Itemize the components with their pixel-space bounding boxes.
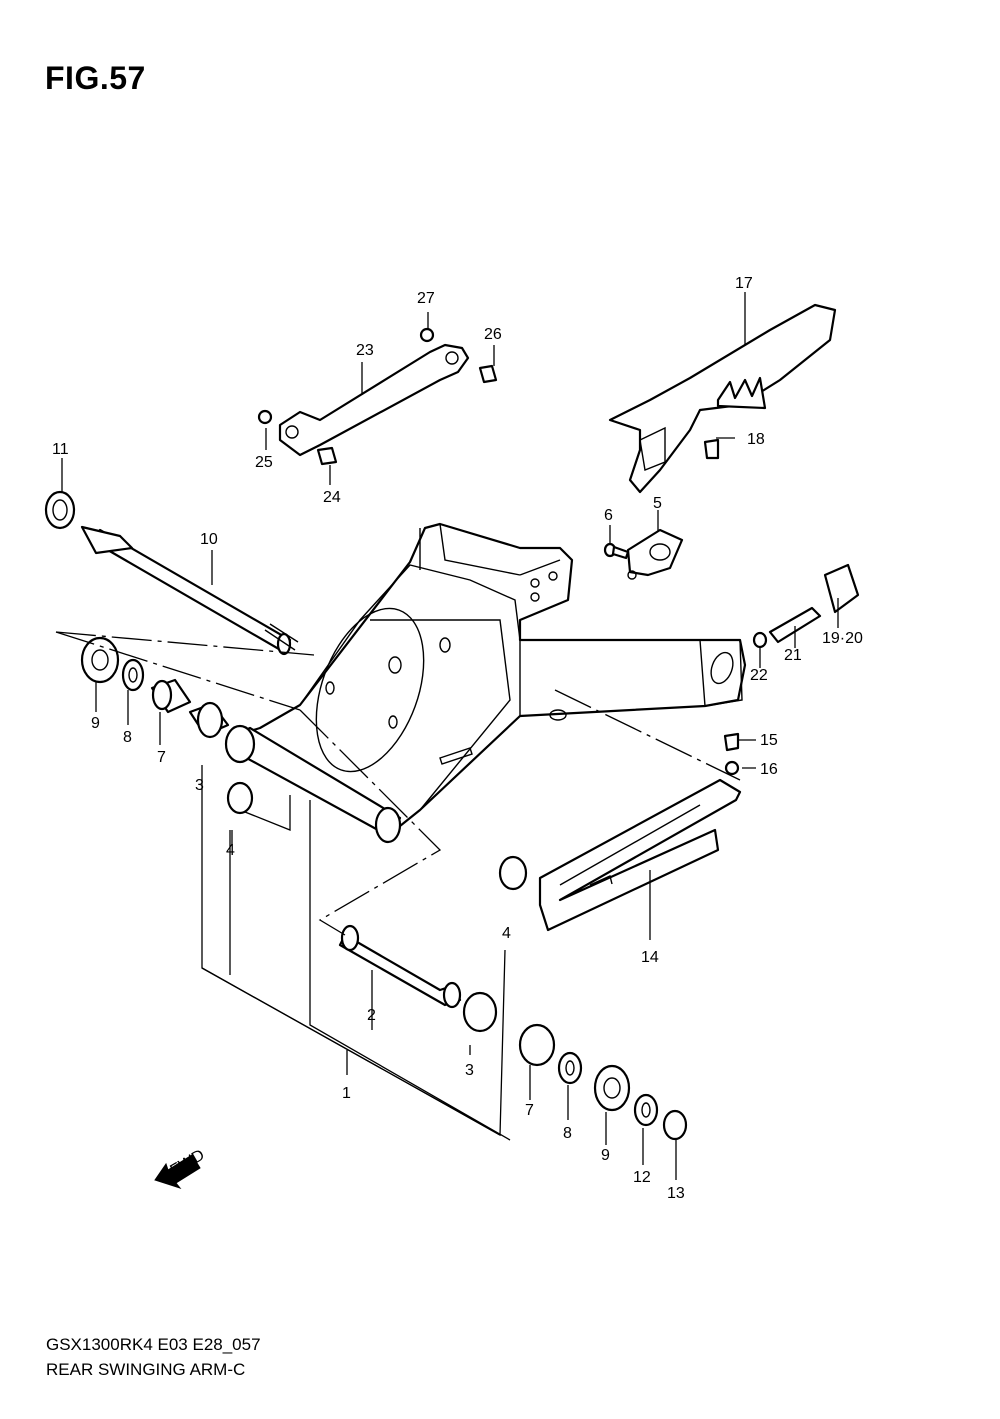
- callout-26: 26: [484, 326, 502, 343]
- leader-lines: [55, 292, 839, 1180]
- callout-10: 10: [200, 531, 218, 548]
- callout-17: 17: [735, 275, 753, 292]
- callout-25: 25: [255, 454, 273, 471]
- right-bearing-stack: [338, 855, 688, 1141]
- figure-description: REAR SWINGING ARM-C: [46, 1360, 246, 1379]
- callout-6: 6: [604, 507, 613, 524]
- callout-9: 9: [601, 1147, 610, 1164]
- callout-3: 3: [195, 777, 204, 794]
- swing-arm: [224, 522, 747, 844]
- callout-14: 14: [641, 949, 659, 966]
- pivot-nut: [44, 490, 76, 530]
- callout-8: 8: [123, 729, 132, 746]
- callout-15: 15: [760, 732, 778, 749]
- small-fasteners: [257, 327, 860, 776]
- torque-link: [278, 343, 470, 457]
- callout-5: 5: [653, 495, 662, 512]
- callout-4: 4: [502, 925, 511, 942]
- figure-code: GSX1300RK4 E03 E28_057: [46, 1335, 261, 1354]
- callout-12: 12: [633, 1169, 651, 1186]
- fwd-arrow-icon: FWD: [154, 1147, 208, 1189]
- callout-3: 3: [465, 1062, 474, 1079]
- callout-9: 9: [91, 715, 100, 732]
- callout-1: 1: [342, 1085, 351, 1102]
- left-bearing-stack: [80, 636, 254, 815]
- callout-22: 22: [750, 667, 768, 684]
- callout-7: 7: [525, 1102, 534, 1119]
- callout-19-20: 19·20: [822, 630, 863, 647]
- callout-7: 7: [157, 749, 166, 766]
- callout-4: 4: [226, 842, 235, 859]
- chain-case: [608, 303, 837, 494]
- pivot-shaft: [80, 525, 299, 656]
- callout-27: 27: [417, 290, 435, 307]
- figure-title: FIG.57: [45, 60, 146, 96]
- callout-2: 2: [367, 1007, 376, 1024]
- callout-23: 23: [356, 342, 374, 359]
- callout-21: 21: [784, 647, 802, 664]
- bolt-6: [603, 542, 630, 560]
- callout-8: 8: [563, 1125, 572, 1142]
- callout-11: 11: [52, 441, 69, 458]
- callout-18: 18: [747, 431, 765, 448]
- callout-16: 16: [760, 761, 778, 778]
- bracket: [626, 528, 684, 580]
- chain-buffer: [538, 778, 742, 932]
- callout-24: 24: [323, 489, 341, 506]
- callout-13: 13: [667, 1185, 685, 1202]
- callouts: 1 2 3 3 4 4 5 6 7 7 8 8 9 9 10 11 12 13 …: [52, 275, 863, 1202]
